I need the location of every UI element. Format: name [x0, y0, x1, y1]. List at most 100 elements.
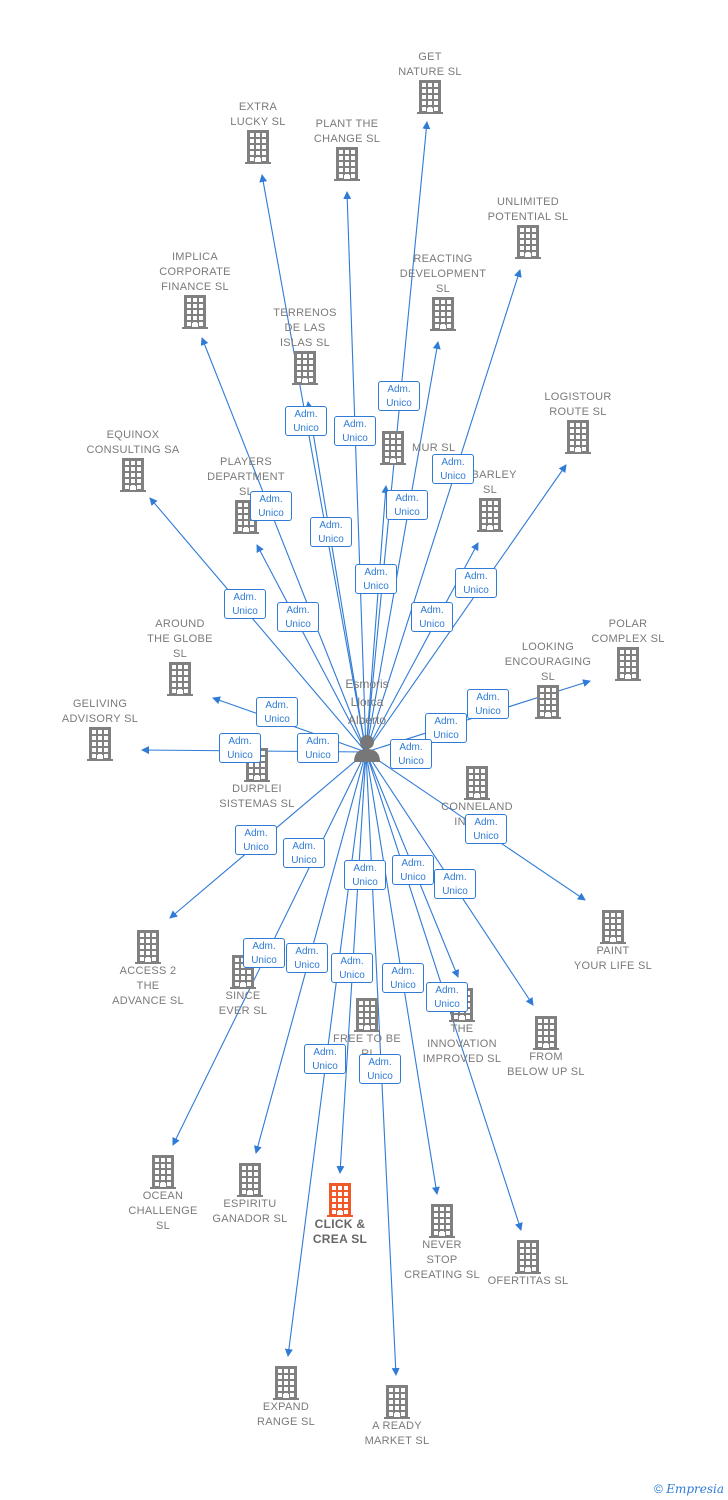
relationship-badge[interactable]: Adm. Unico: [243, 938, 285, 968]
relationship-badge[interactable]: Adm. Unico: [392, 855, 434, 885]
relationship-badge[interactable]: Adm. Unico: [355, 564, 397, 594]
building-icon: [40, 727, 160, 761]
relationship-badge[interactable]: Adm. Unico: [359, 1054, 401, 1084]
building-icon: [383, 297, 503, 331]
company-label: NEVER STOP CREATING SL: [404, 1239, 480, 1281]
copyright-symbol: ©: [654, 1482, 663, 1496]
relationship-badge[interactable]: Adm. Unico: [224, 589, 266, 619]
company-polar-complex[interactable]: POLAR COMPLEX SL: [568, 617, 688, 681]
building-icon: [468, 1240, 588, 1274]
company-label: OCEAN CHALLENGE SL: [128, 1190, 198, 1232]
company-a-ready-market[interactable]: A READY MARKET SL: [337, 1385, 457, 1449]
building-icon: [190, 1163, 310, 1197]
relationship-badge[interactable]: Adm. Unico: [425, 713, 467, 743]
relationship-badge[interactable]: Adm. Unico: [256, 697, 298, 727]
company-mur[interactable]: MUR SL: [380, 431, 520, 465]
company-looking-encouraging[interactable]: LOOKING ENCOURAGING SL: [488, 640, 608, 719]
building-icon: [198, 130, 318, 164]
edge-unlimited-potential: [365, 269, 522, 753]
relationship-badge[interactable]: Adm. Unico: [378, 381, 420, 411]
relationship-badge[interactable]: Adm. Unico: [390, 739, 432, 769]
relationship-badge[interactable]: Adm. Unico: [465, 814, 507, 844]
relationship-badge[interactable]: Adm. Unico: [283, 838, 325, 868]
building-icon: [518, 420, 638, 454]
company-never-stop-creating[interactable]: NEVER STOP CREATING SL: [382, 1204, 502, 1283]
relationship-badge[interactable]: Adm. Unico: [304, 1044, 346, 1074]
building-icon: [245, 351, 365, 385]
company-equinox-consulting[interactable]: EQUINOX CONSULTING SA: [73, 428, 193, 492]
company-click-crea[interactable]: CLICK & CREA SL: [280, 1183, 400, 1247]
relationship-badge[interactable]: Adm. Unico: [432, 454, 474, 484]
company-reacting-development[interactable]: REACTING DEVELOPMENT SL: [383, 252, 503, 331]
company-label: ESPIRITU GANADOR SL: [212, 1198, 288, 1225]
company-label: IMPLICA CORPORATE FINANCE SL: [159, 251, 231, 293]
relationship-badge[interactable]: Adm. Unico: [334, 416, 376, 446]
company-espiritu-ganador[interactable]: ESPIRITU GANADOR SL: [190, 1163, 310, 1227]
company-extra-lucky[interactable]: EXTRA LUCKY SL: [198, 100, 318, 164]
company-paint-your-life[interactable]: PAINT YOUR LIFE SL: [553, 910, 673, 974]
building-icon: [568, 647, 688, 681]
company-logistour-route[interactable]: LOGISTOUR ROUTE SL: [518, 390, 638, 454]
company-nbarley[interactable]: NBARLEY SL: [430, 468, 550, 532]
building-icon: [488, 685, 608, 719]
company-geliving-advisory[interactable]: GELIVING ADVISORY SL: [40, 697, 160, 761]
edge-equinox-consulting: [149, 497, 367, 753]
building-icon: [553, 910, 673, 944]
building-icon: [88, 930, 208, 964]
company-label: FROM BELOW UP SL: [507, 1051, 585, 1078]
edge-extra-lucky: [259, 174, 367, 753]
relationship-badge[interactable]: Adm. Unico: [434, 869, 476, 899]
company-label: NBARLEY SL: [463, 469, 517, 496]
company-label: LOOKING ENCOURAGING SL: [504, 641, 592, 683]
relationship-badge[interactable]: Adm. Unico: [219, 733, 261, 763]
company-plant-the-change[interactable]: PLANT THE CHANGE SL: [287, 117, 407, 181]
company-implica-corporate-finance[interactable]: IMPLICA CORPORATE FINANCE SL: [135, 250, 255, 329]
center-person[interactable]: Esmoris Llorca Alberto: [340, 675, 394, 763]
building-icon: [73, 458, 193, 492]
relationship-badge[interactable]: Adm. Unico: [277, 602, 319, 632]
company-get-nature[interactable]: GET NATURE SL: [370, 50, 490, 114]
relationship-badge[interactable]: Adm. Unico: [382, 963, 424, 993]
company-ofertitas[interactable]: OFERTITAS SL: [468, 1240, 588, 1289]
relationship-badge[interactable]: Adm. Unico: [250, 491, 292, 521]
relationship-badge[interactable]: Adm. Unico: [235, 825, 277, 855]
edge-logistour-route: [365, 464, 567, 753]
edge-terrenos-de-las-islas: [305, 401, 367, 753]
company-label: THE INNOVATION IMPROVED SL: [422, 1023, 502, 1065]
company-label: EXPAND RANGE SL: [256, 1401, 316, 1428]
company-label: MUR SL: [412, 441, 456, 454]
relationship-badge[interactable]: Adm. Unico: [426, 982, 468, 1012]
relationship-badge[interactable]: Adm. Unico: [467, 689, 509, 719]
building-icon: [120, 662, 240, 696]
building-icon: [135, 295, 255, 329]
company-unlimited-potential[interactable]: UNLIMITED POTENTIAL SL: [468, 195, 588, 259]
company-label: POLAR COMPLEX SL: [591, 618, 665, 645]
company-from-below-up[interactable]: FROM BELOW UP SL: [486, 1016, 606, 1080]
relationship-badge[interactable]: Adm. Unico: [386, 490, 428, 520]
company-label: PLAYERS DEPARTMENT SL: [207, 456, 285, 498]
relationship-badge[interactable]: Adm. Unico: [285, 406, 327, 436]
company-expand-range[interactable]: EXPAND RANGE SL: [226, 1366, 346, 1430]
relationship-badge[interactable]: Adm. Unico: [297, 733, 339, 763]
company-label: TERRENOS DE LAS ISLAS SL: [273, 307, 337, 349]
relationship-badge[interactable]: Adm. Unico: [455, 568, 497, 598]
relationship-badge[interactable]: Adm. Unico: [331, 953, 373, 983]
company-terrenos-de-las-islas[interactable]: TERRENOS DE LAS ISLAS SL: [245, 306, 365, 385]
relationship-badge[interactable]: Adm. Unico: [286, 943, 328, 973]
company-label: PLANT THE CHANGE SL: [313, 118, 381, 145]
relationship-badge[interactable]: Adm. Unico: [344, 860, 386, 890]
person-name: Esmoris Llorca Alberto: [345, 677, 389, 727]
building-icon: [382, 1204, 502, 1238]
edge-mur: [365, 485, 390, 753]
relationship-badge[interactable]: Adm. Unico: [411, 602, 453, 632]
building-icon: [430, 498, 550, 532]
company-label: PAINT YOUR LIFE SL: [573, 945, 653, 972]
brand-logo[interactable]: Empresia: [666, 1482, 724, 1496]
relationship-badge[interactable]: Adm. Unico: [310, 517, 352, 547]
company-access-2-the-advance[interactable]: ACCESS 2 THE ADVANCE SL: [88, 930, 208, 1009]
edge-implica-corporate-finance: [200, 337, 367, 753]
company-ocean-challenge[interactable]: OCEAN CHALLENGE SL: [103, 1155, 223, 1234]
company-around-the-globe[interactable]: AROUND THE GLOBE SL: [120, 617, 240, 696]
building-icon: [226, 1366, 346, 1400]
building-icon: [370, 80, 490, 114]
